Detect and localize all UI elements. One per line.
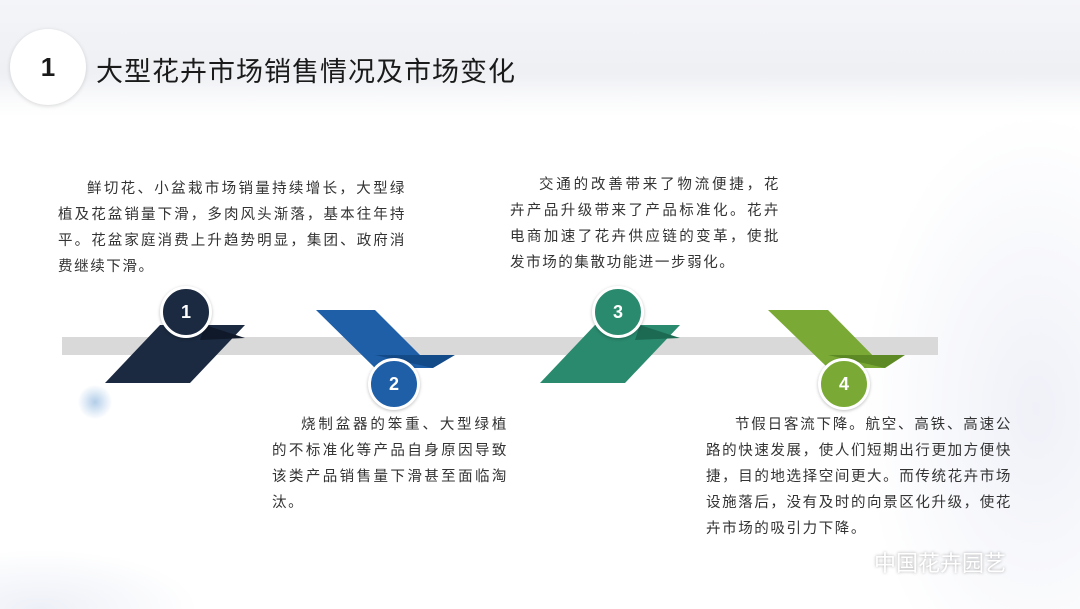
page-title: 大型花卉市场销售情况及市场变化 [96, 57, 516, 88]
wechat-icon [838, 549, 868, 575]
step-1-fold [200, 325, 245, 340]
section-number-badge: 1 [10, 29, 86, 105]
timeline-bar [62, 337, 938, 355]
step-2-badge: 2 [368, 358, 420, 410]
step-1-text: 鲜切花、小盆栽市场销量持续增长，大型绿植及花盆销量下滑，多肉风头渐落，基本往年持… [58, 181, 406, 275]
step-3-fold [635, 325, 680, 340]
step-2-text: 烧制盆器的笨重、大型绿植的不标准化等产品自身原因导致该类产品销售量下滑甚至面临淘… [272, 417, 508, 511]
step-4-parallelogram [768, 310, 885, 368]
header-band [0, 0, 1080, 118]
watermark: 中国花卉园艺 [838, 546, 1006, 578]
step-3-text: 交通的改善带来了物流便捷，花卉产品升级带来了产品标准化。花卉电商加速了花卉供应链… [510, 177, 780, 271]
snowflake-decoration [78, 385, 112, 419]
step-1-badge: 1 [160, 286, 212, 338]
decorative-background-left [0, 549, 200, 609]
step-4-text: 节假日客流下降。航空、高铁、高速公路的快速发展，使人们短期出行更加方便快捷，目的… [706, 417, 1012, 537]
step-2-parallelogram [316, 310, 433, 368]
watermark-text: 中国花卉园艺 [874, 552, 1007, 577]
step-3-badge: 3 [592, 286, 644, 338]
step-4-badge: 4 [818, 358, 870, 410]
